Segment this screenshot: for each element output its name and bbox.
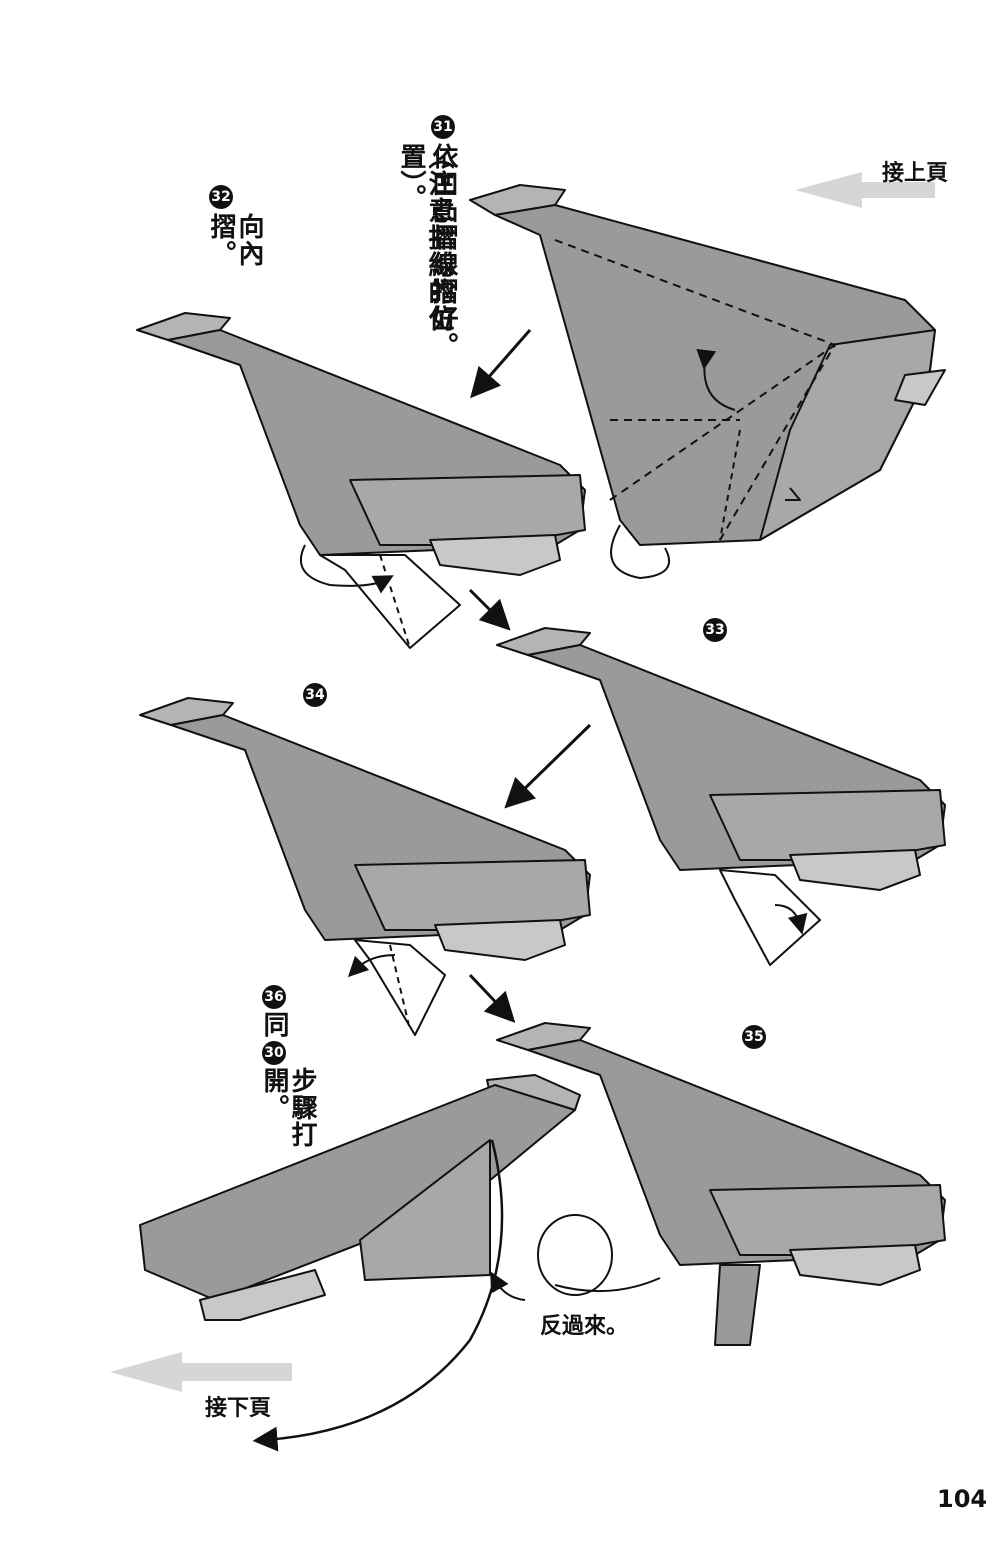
step-36-text-2: 步驟打開。 [259, 1067, 317, 1148]
figure-step-35 [496, 1022, 946, 1346]
step-31-text-2: （注意摺線的位置）。 [396, 143, 454, 332]
step-number-31: 31 [431, 115, 455, 139]
prev-page-arrow-icon [795, 172, 935, 208]
step-ref-number-30: 30 [262, 1041, 286, 1065]
figure-step-32 [136, 312, 586, 649]
figure-step-33 [496, 627, 946, 966]
step-36-text-1: 同 [259, 1011, 289, 1038]
step-number-34: 34 [303, 683, 327, 707]
step-number-32: 32 [209, 185, 233, 209]
next-page-arrow-icon [110, 1352, 292, 1392]
step-31-instruction: 31 依凹凸摺線摺好。 （注意摺線的位置）。 [395, 115, 465, 375]
step-32-instruction: 32 向內摺。 [205, 185, 264, 305]
turn-over-label: 反過來。 [540, 1314, 629, 1339]
step-number-35: 35 [742, 1025, 766, 1049]
step-number-33: 33 [703, 618, 727, 642]
page-number: 104 [937, 1485, 988, 1513]
figure-step-36 [139, 1074, 581, 1321]
step-36-instruction: 36 同 30 步驟打開。 [258, 985, 317, 1165]
step-number-36: 36 [262, 985, 286, 1009]
step-32-text: 向內摺。 [206, 213, 264, 267]
figure-step-31 [469, 184, 946, 579]
step-31-text-1: 依凹凸摺線摺好。 [428, 143, 458, 359]
next-page-label: 接下頁 [205, 1396, 272, 1421]
figure-step-34 [139, 697, 591, 1036]
prev-page-label: 接上頁 [882, 161, 949, 186]
